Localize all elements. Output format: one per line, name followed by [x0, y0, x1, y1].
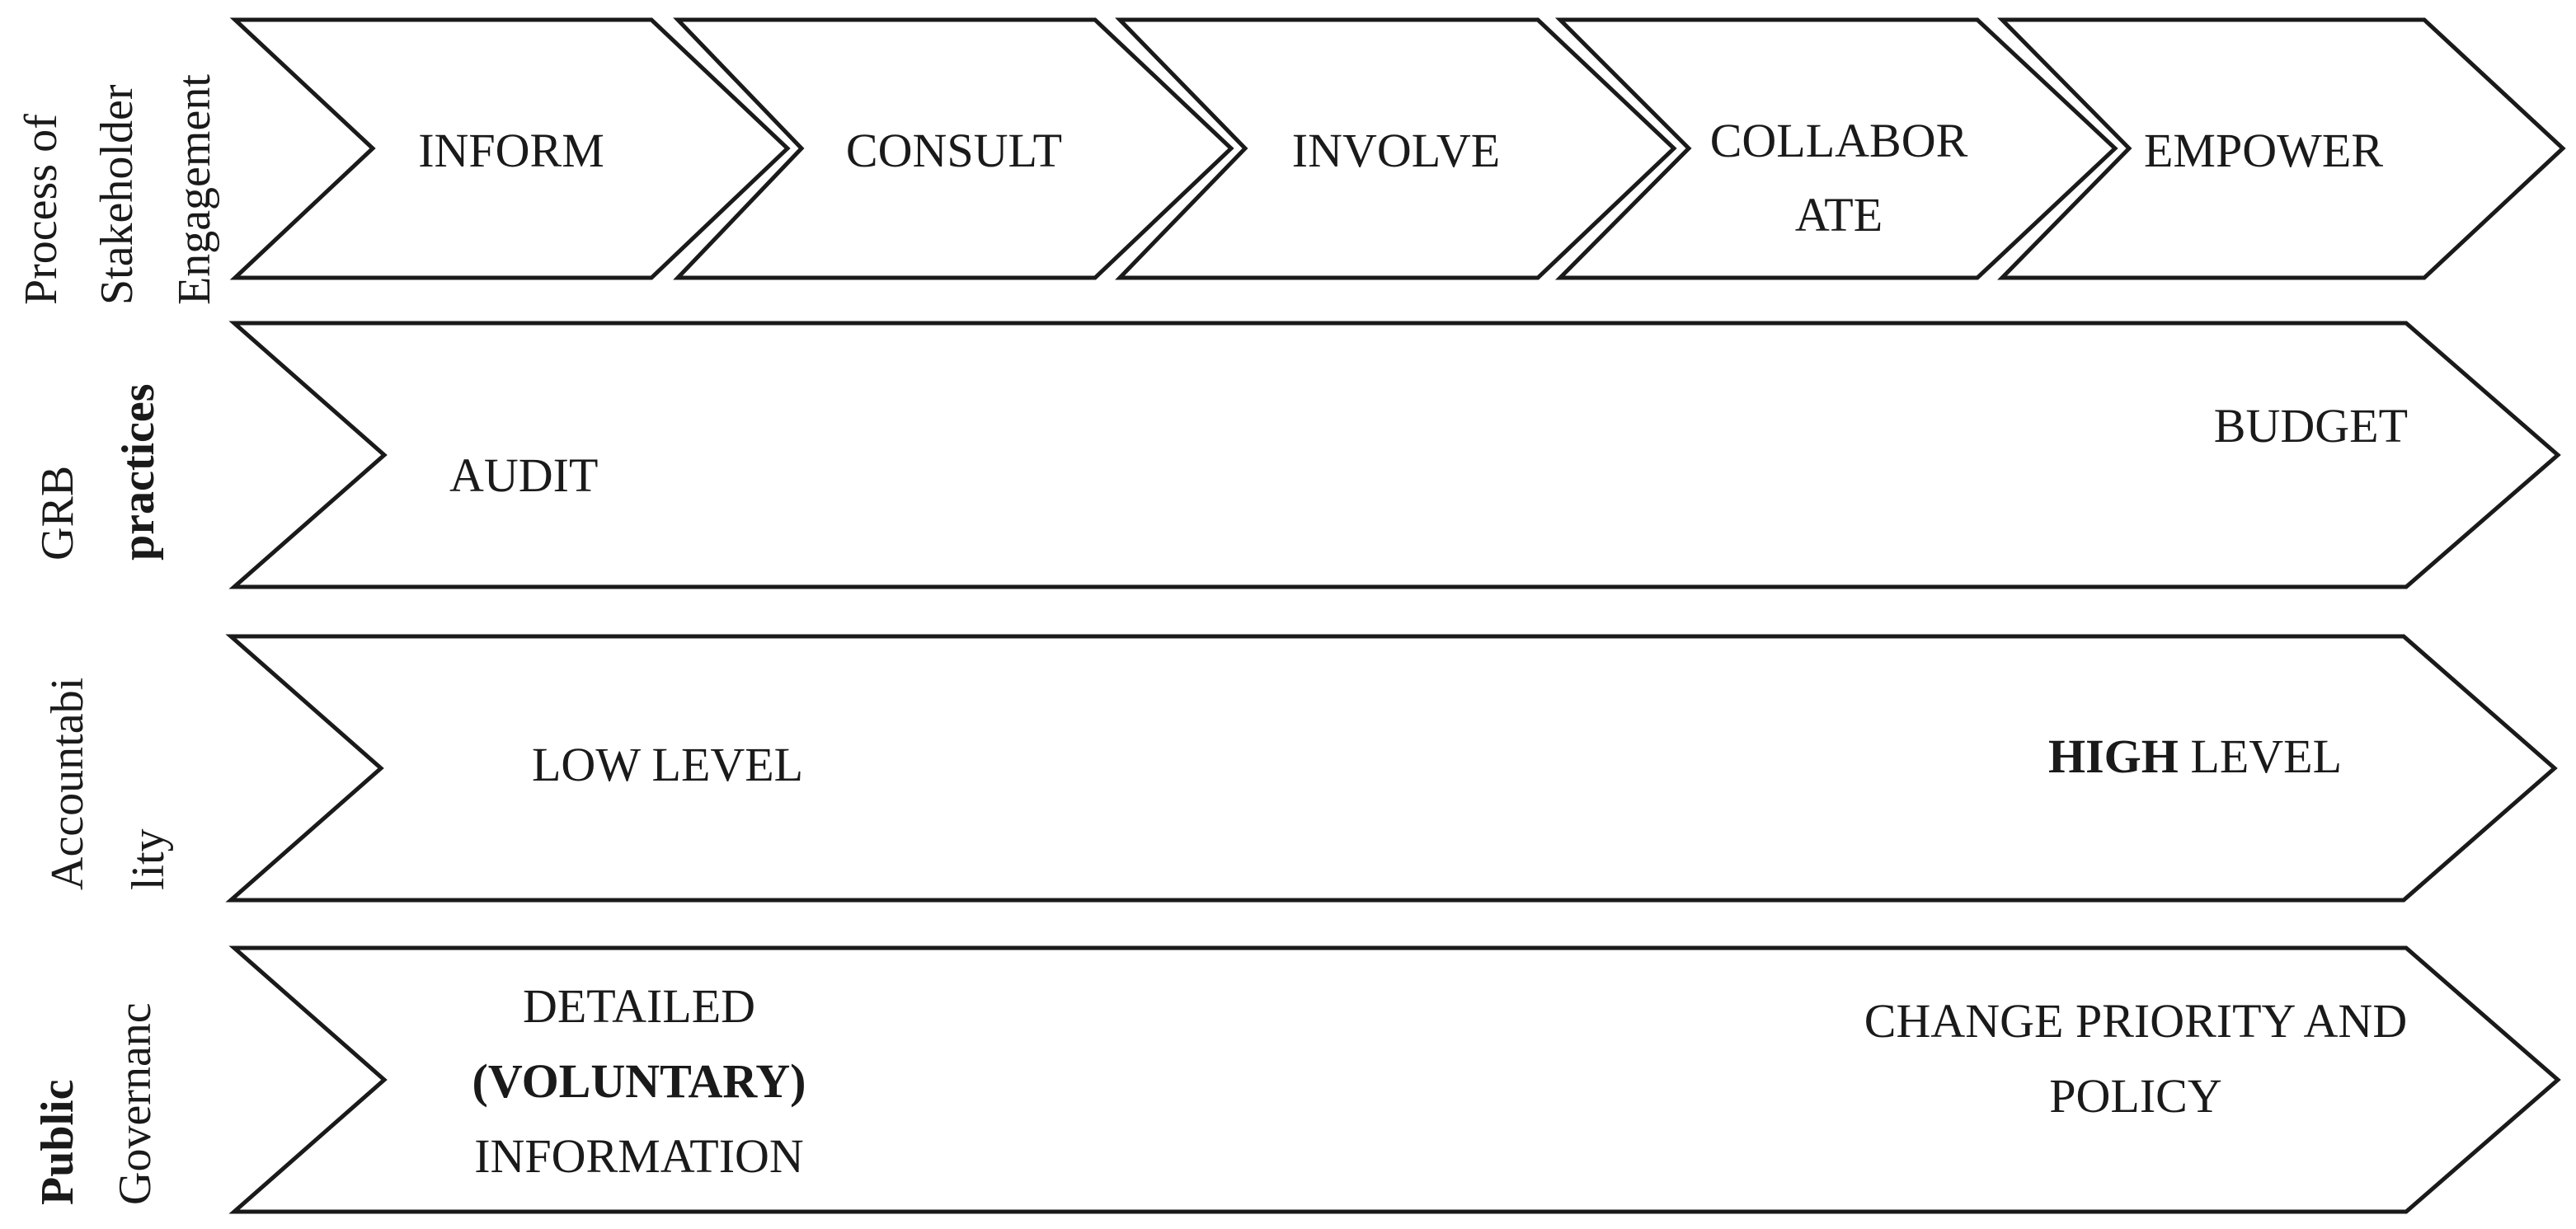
grb-left-label: AUDIT — [449, 448, 598, 502]
governance-left-line: INFORMATION — [474, 1129, 804, 1183]
side-label-line: Governanc — [110, 1002, 161, 1205]
grb-side-label: GRB practices — [32, 383, 164, 561]
side-label-line: Stakeholder — [92, 84, 143, 305]
side-label-line: Engagement — [169, 74, 220, 305]
step-label: ATE — [1795, 188, 1883, 242]
accountability-arrow — [225, 634, 2558, 903]
step-label: CONSULT — [846, 124, 1062, 177]
step-collaborate-chevron — [1554, 17, 2118, 280]
side-label-line: Public — [32, 1080, 83, 1205]
governance-right-line: CHANGE PRIORITY AND — [1864, 994, 2407, 1048]
engagement-side-label: Process of Stakeholder Engagement — [16, 74, 220, 305]
grb-arrow — [228, 321, 2561, 589]
row-governance: Public Governanc DETAILED (VOLUNTARY) IN… — [32, 945, 2561, 1214]
step-label: INVOLVE — [1292, 124, 1500, 177]
governance-arrow — [228, 945, 2561, 1214]
accountability-left-label: LOW LEVEL — [532, 738, 803, 791]
step-inform-chevron — [229, 17, 791, 280]
step-empower-chevron — [1997, 17, 2566, 280]
governance-left-line: DETAILED — [523, 979, 755, 1033]
side-label-line: Process of — [16, 114, 67, 305]
accountability-right-bold: HIGH — [2048, 729, 2179, 783]
governance-left-line: (VOLUNTARY) — [472, 1054, 806, 1108]
side-label-line: lity — [123, 828, 174, 890]
side-label-line: Accountabi — [42, 678, 93, 890]
row-accountability: Accountabi lity LOW LEVEL HIGH LEVEL — [42, 634, 2558, 903]
row-engagement: Process of Stakeholder Engagement INFORM… — [16, 17, 2566, 305]
side-label-line: practices — [113, 383, 164, 561]
governance-right-line: POLICY — [2049, 1069, 2221, 1123]
side-label-line: GRB — [32, 466, 83, 561]
accountability-right-label: HIGH LEVEL — [2048, 729, 2342, 783]
row-grb: GRB practices AUDIT BUDGET — [32, 321, 2561, 589]
accountability-side-label: Accountabi lity — [42, 678, 174, 890]
step-label: EMPOWER — [2144, 124, 2383, 177]
grb-right-label: BUDGET — [2214, 399, 2408, 453]
step-label: COLLABOR — [1710, 114, 1968, 167]
step-consult-chevron — [673, 17, 1234, 280]
governance-side-label: Public Governanc — [32, 1002, 161, 1205]
step-involve-chevron — [1115, 17, 1677, 280]
step-label: INFORM — [418, 124, 604, 177]
accountability-right-rest: LEVEL — [2179, 729, 2342, 783]
